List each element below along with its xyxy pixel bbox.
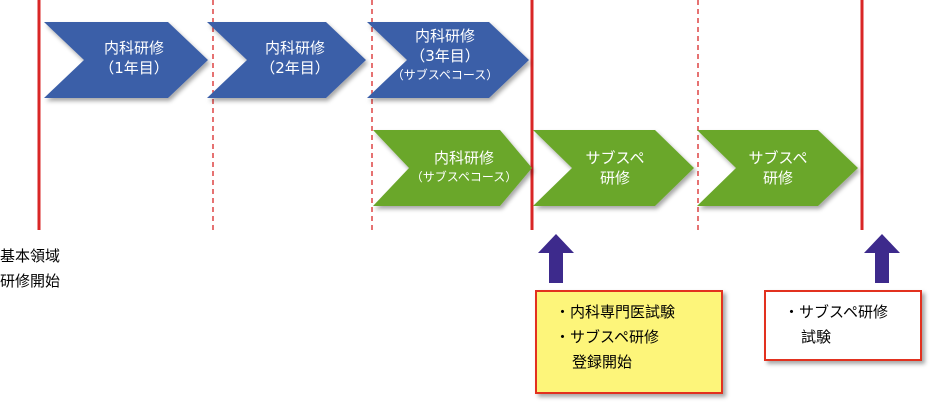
label-line: 研修 [762,169,793,187]
chevron-year1-label: 内科研修 （1年目） [84,38,184,78]
chevron-subspe-course [373,130,532,206]
label-line: （2年目） [260,59,330,77]
label-line: 内科研修 [103,39,164,57]
start-label: 基本領域 研修開始 [0,244,60,294]
label-line: （1年目） [99,59,169,77]
box-item: ・サブスペ研修 [555,328,659,346]
box-item: 登録開始 [572,353,633,371]
milestone-box-subspe-exam: ・サブスペ研修 試験 [764,290,922,361]
label-line: 内科研修 [264,39,325,57]
start-label-line: 基本領域 [0,247,61,265]
box-item: ・内科専門医試験 [555,303,676,321]
milestone-box-exam: ・内科専門医試験 ・サブスペ研修 登録開始 [535,290,723,394]
label-line: 研修 [599,169,630,187]
chevron-subspe-training-1 [533,130,694,206]
box-item: ・サブスペ研修 [784,303,888,321]
label-line: サブスペ [585,149,645,167]
label-line: （サブスペコース） [410,170,518,184]
label-line: （3年目） [410,47,480,65]
chevron-subspe-course-label: 内科研修 （サブスペコース） [402,148,526,186]
label-line: 内科研修 [433,149,494,167]
chevron-year1 [44,22,208,98]
chevron-year2-label: 内科研修 （2年目） [245,38,345,78]
chevron-subspe-training-2-label: サブスペ 研修 [728,148,828,188]
chevron-year3-label: 内科研修 （3年目） （サブスペコース） [385,26,505,84]
label-line: 内科研修 [414,27,475,45]
chevron-year3 [367,22,529,98]
up-arrow-icon [864,234,900,283]
label-line: サブスペ [748,149,808,167]
chevron-subspe-training-1-label: サブスペ 研修 [565,148,665,188]
box-item: 試験 [801,328,832,346]
up-arrow-icon [538,234,574,283]
start-label-line: 研修開始 [0,272,61,290]
chevron-subspe-training-2 [697,130,858,206]
label-line: （サブスペコース） [391,68,499,82]
chevron-year2 [207,22,366,98]
